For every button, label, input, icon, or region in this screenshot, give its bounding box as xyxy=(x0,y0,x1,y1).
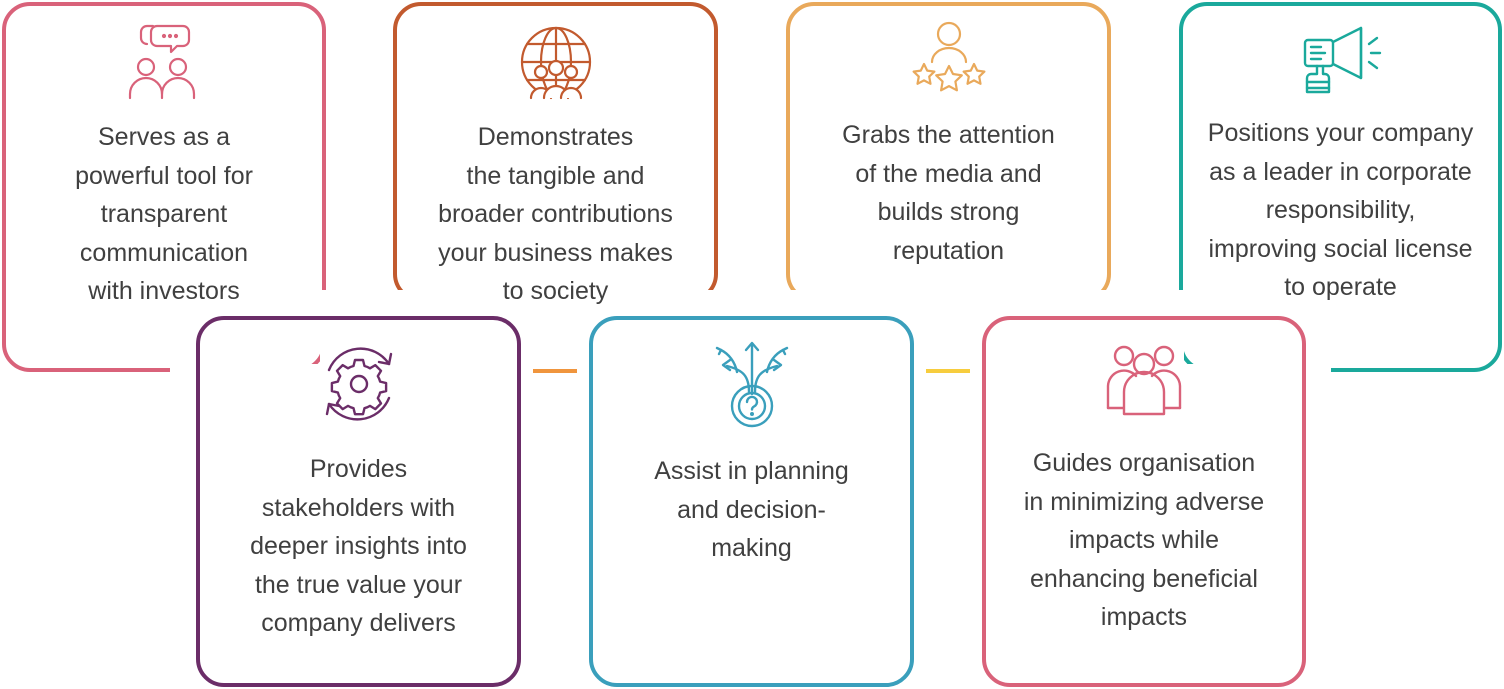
mask-investors-bottom xyxy=(170,364,330,376)
connector-orange xyxy=(533,369,577,373)
card-planning: Assist in planning and decision- making xyxy=(589,336,914,568)
card-impacts-text: Guides organisation in minimizing advers… xyxy=(1023,449,1265,631)
card-impacts-border xyxy=(982,316,1306,687)
mask-media-bottom xyxy=(780,290,1116,310)
card-investors-border xyxy=(2,2,326,372)
chat-people-icon xyxy=(128,24,196,100)
card-investors: Serves as a powerful tool for transparen… xyxy=(2,22,326,311)
card-society: Demonstrates the tangible and broader co… xyxy=(393,22,718,311)
card-leader: Positions your company as a leader in co… xyxy=(1179,20,1502,307)
person-stars-icon xyxy=(912,21,985,92)
card-planning-text: Assist in planning and decision- making xyxy=(654,457,849,562)
mask-society-bottom xyxy=(388,290,724,310)
mask-investors-right xyxy=(320,290,330,380)
card-stakeholders: Provides stakeholders with deeper insigh… xyxy=(196,340,521,643)
card-society-text: Demonstrates the tangible and broader co… xyxy=(438,123,673,305)
group-people-icon xyxy=(1106,345,1182,416)
connector-yellow xyxy=(926,369,970,373)
gear-cycle-icon xyxy=(325,347,392,421)
mask-leader-left xyxy=(1174,290,1184,380)
card-planning-border xyxy=(589,316,914,687)
card-impacts: Guides organisation in minimizing advers… xyxy=(982,342,1306,637)
card-stakeholders-border xyxy=(196,316,521,687)
card-media: Grabs the attention of the media and bui… xyxy=(786,20,1111,270)
card-leader-text: Positions your company as a leader in co… xyxy=(1207,119,1474,301)
decision-arrows-icon xyxy=(715,341,788,428)
card-leader-border xyxy=(1179,2,1502,372)
globe-people-icon xyxy=(520,26,591,100)
mask-leader-bottom xyxy=(1174,364,1331,376)
card-media-text: Grabs the attention of the media and bui… xyxy=(842,121,1055,265)
card-investors-text: Serves as a powerful tool for transparen… xyxy=(75,123,253,305)
megaphone-icon xyxy=(1303,26,1381,94)
card-stakeholders-text: Provides stakeholders with deeper insigh… xyxy=(250,455,467,637)
